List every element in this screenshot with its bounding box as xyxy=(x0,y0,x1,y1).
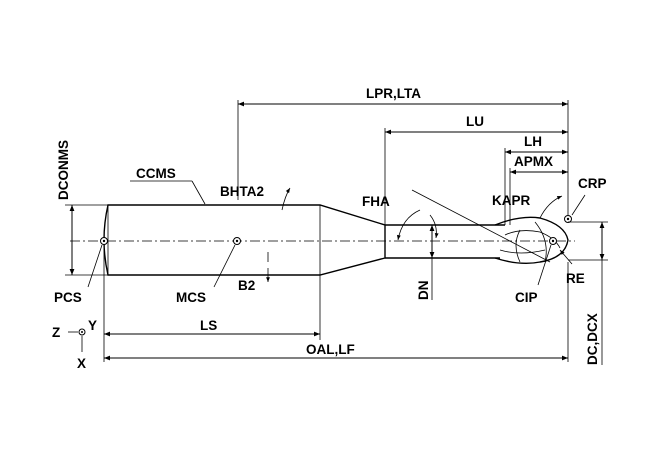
label-dconms: DCONMS xyxy=(56,140,71,200)
label-mcs: MCS xyxy=(176,290,206,305)
label-dn: DN xyxy=(416,281,431,301)
label-re: RE xyxy=(566,271,585,286)
dim-oal-lf: OAL,LF xyxy=(103,262,569,362)
pcs-marker: PCS xyxy=(54,237,108,305)
label-b2: B2 xyxy=(238,278,255,293)
dim-lh: LH xyxy=(504,134,568,225)
ccms-marker: CCMS xyxy=(130,166,206,205)
label-oal-lf: OAL,LF xyxy=(306,342,355,357)
fha-marker: FHA xyxy=(362,189,551,263)
label-bhta2: BHTA2 xyxy=(220,184,264,199)
label-lu: LU xyxy=(466,114,484,129)
label-axis-z: Z xyxy=(52,325,60,340)
label-lh: LH xyxy=(524,134,542,149)
re-marker: RE xyxy=(559,249,585,286)
dim-lpr-lta: LPR,LTA xyxy=(237,86,569,215)
label-cip: CIP xyxy=(515,290,538,305)
label-lpr-lta: LPR,LTA xyxy=(366,86,421,101)
label-axis-y: Y xyxy=(88,318,97,333)
kapr-marker: KAPR xyxy=(492,193,563,219)
label-axis-x: X xyxy=(77,356,86,371)
dim-dn: DN xyxy=(416,225,435,301)
bhta2-marker: BHTA2 xyxy=(220,184,291,211)
axis-indicator: Z Y X xyxy=(52,318,97,371)
label-pcs: PCS xyxy=(54,290,82,305)
dim-apmx: APMX xyxy=(509,154,568,225)
cip-marker: CIP xyxy=(515,237,557,305)
label-dc-dcx: DC,DCX xyxy=(585,313,600,365)
dim-dconms: DCONMS xyxy=(56,140,108,276)
dim-ls: LS xyxy=(103,245,321,340)
label-ccms: CCMS xyxy=(136,166,176,181)
dim-lu: LU xyxy=(384,114,568,225)
crp-marker: CRP xyxy=(564,176,607,223)
label-kapr: KAPR xyxy=(492,193,531,208)
dim-dc-dcx: DC,DCX xyxy=(568,221,608,365)
label-apmx: APMX xyxy=(514,154,553,169)
label-fha: FHA xyxy=(362,194,390,209)
label-ls: LS xyxy=(200,318,217,333)
mcs-marker: MCS xyxy=(176,237,241,305)
label-crp: CRP xyxy=(578,176,607,191)
b2-marker: B2 xyxy=(238,252,270,293)
tool-outline xyxy=(103,204,569,276)
